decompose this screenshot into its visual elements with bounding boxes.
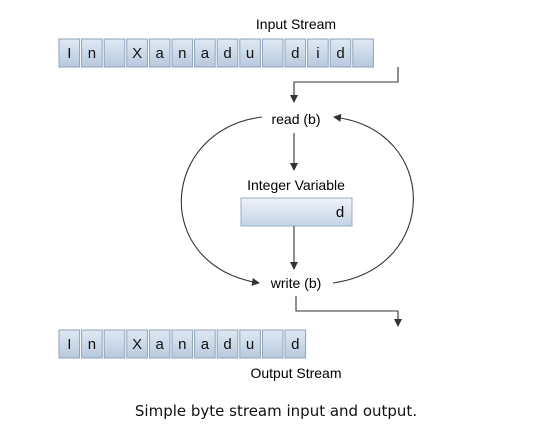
output-cell-char: u [246, 336, 254, 353]
integer-variable-box [240, 197, 353, 227]
left-loop-arrow [180, 116, 263, 286]
input-cell [352, 38, 374, 68]
input-cell [194, 38, 216, 68]
output-stream-title: Output Stream [250, 365, 341, 381]
input-cell-char: u [246, 45, 254, 62]
output-cell-char: d [291, 336, 299, 353]
input-cell [171, 38, 194, 68]
output-cell [148, 329, 171, 359]
write-to-output-connector [295, 296, 402, 327]
input-cell [307, 38, 329, 68]
output-cell [103, 329, 126, 359]
read-label: read (b) [271, 111, 320, 127]
output-cell-char: I [67, 336, 71, 353]
input-cell-char: d [223, 45, 231, 62]
output-cell [216, 329, 239, 359]
input-cell [216, 38, 239, 68]
output-cell-char: n [178, 336, 186, 353]
output-cell-char: X [132, 336, 142, 353]
input-cell-char: n [178, 45, 186, 62]
input-cell [148, 38, 171, 68]
figure-caption: Simple byte stream input and output. [134, 402, 418, 420]
output-cell [58, 329, 81, 359]
integer-variable-title: Integer Variable [247, 177, 345, 193]
input-cell [329, 38, 352, 68]
output-cell-char: d [223, 336, 231, 353]
input-cell-char: a [156, 45, 165, 62]
input-cell [239, 38, 261, 68]
input-cell-char: I [67, 45, 71, 62]
input-cell [284, 38, 307, 68]
output-cell-char: n [88, 336, 96, 353]
output-cell [239, 329, 261, 359]
input-cell [58, 38, 81, 68]
input-cell [126, 38, 148, 68]
write-label: write (b) [270, 275, 322, 291]
right-loop-arrow [332, 113, 414, 284]
input-cell-char: d [291, 45, 299, 62]
input-cell-char: n [88, 45, 96, 62]
output-cell [261, 329, 284, 359]
input-cell-char: X [132, 45, 142, 62]
input-to-read-connector [290, 67, 399, 103]
input-cell [261, 38, 284, 68]
input-stream-title: Input Stream [256, 16, 336, 32]
output-cell [81, 329, 103, 359]
output-cell [171, 329, 194, 359]
input-cell-char: i [316, 45, 319, 62]
output-cell [284, 329, 307, 359]
input-cell [103, 38, 126, 68]
output-cell [126, 329, 148, 359]
output-cell-char: a [201, 336, 210, 353]
output-cell-char: a [156, 336, 165, 353]
integer-variable-value: d [336, 204, 344, 221]
input-cell [81, 38, 103, 68]
output-cell [194, 329, 216, 359]
input-cell-char: d [336, 45, 344, 62]
input-cell-char: a [201, 45, 210, 62]
